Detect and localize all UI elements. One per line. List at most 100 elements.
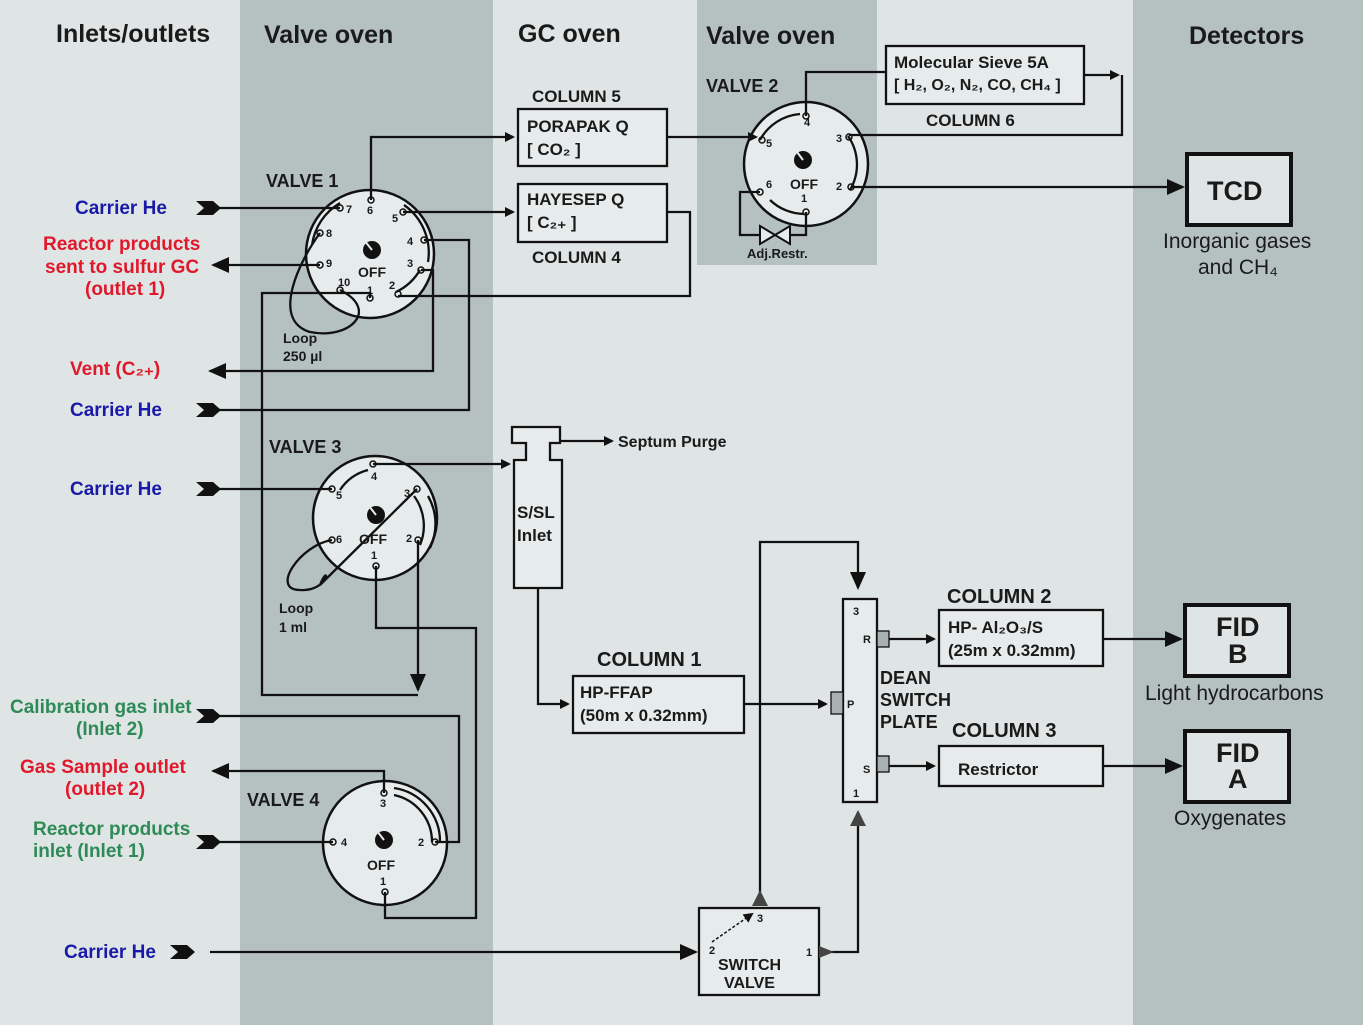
column-2-box bbox=[937, 608, 1105, 668]
inlet-chevrons bbox=[170, 201, 221, 959]
gas-sample-label-1: Gas Sample outlet bbox=[20, 757, 186, 778]
section-title-detectors: Detectors bbox=[1189, 22, 1304, 50]
reactor-sulfur-label-1: Reactor products bbox=[43, 234, 200, 255]
loop-1ml-label-2: 1 ml bbox=[279, 619, 307, 635]
svg-text:5: 5 bbox=[336, 490, 342, 502]
adj-restrictor-path bbox=[738, 190, 808, 237]
section-title-valve-oven-1: Valve oven bbox=[264, 21, 393, 49]
column-1-box bbox=[571, 674, 746, 735]
dean-port-p-fitting bbox=[830, 691, 844, 715]
carrier-he-label-1: Carrier He bbox=[75, 198, 167, 219]
column-1-line-2: (50m x 0.32mm) bbox=[580, 706, 708, 725]
column-5-title: COLUMN 5 bbox=[532, 87, 621, 106]
fid-a-label-1: FID bbox=[1216, 738, 1260, 768]
dean-port-r-fitting bbox=[876, 630, 890, 648]
dean-port-1: 1 bbox=[853, 788, 859, 800]
column-2-title: COLUMN 2 bbox=[947, 586, 1051, 608]
loop-1ml-path bbox=[286, 538, 333, 592]
svg-text:6: 6 bbox=[367, 205, 373, 217]
dean-label-3: PLATE bbox=[880, 712, 938, 732]
svg-text:2: 2 bbox=[709, 945, 715, 957]
column-4-title: COLUMN 4 bbox=[532, 248, 621, 267]
panel-inlets bbox=[0, 0, 240, 1025]
switch-valve-box bbox=[697, 906, 821, 997]
carrier-he-label-3: Carrier He bbox=[70, 479, 162, 500]
tcd-desc-2: and CH₄ bbox=[1198, 256, 1278, 279]
reactor-sulfur-label-2: sent to sulfur GC bbox=[45, 257, 199, 278]
reactor-sulfur-label-3: (outlet 1) bbox=[85, 279, 165, 300]
gas-sample-label-2: (outlet 2) bbox=[65, 779, 145, 800]
svg-text:5: 5 bbox=[766, 138, 772, 150]
svg-text:7: 7 bbox=[346, 204, 352, 216]
valve-1-off-label: OFF bbox=[358, 264, 386, 280]
svg-text:2: 2 bbox=[836, 181, 842, 193]
dean-port-s-fitting bbox=[876, 755, 890, 773]
valve-1: 7 6 5 4 3 2 1 10 9 8 bbox=[304, 188, 436, 320]
column-4-box bbox=[516, 182, 669, 244]
loop-250-label-1: Loop bbox=[283, 330, 317, 346]
section-title-valve-oven-2: Valve oven bbox=[706, 22, 835, 50]
column-2-line-1: HP- Al₂O₃/S bbox=[948, 618, 1043, 637]
valve-3-off-label: OFF bbox=[359, 531, 387, 547]
fid-b-desc: Light hydrocarbons bbox=[1145, 682, 1324, 705]
ssl-inlet-label-2: Inlet bbox=[517, 526, 552, 545]
valve-2-off-label: OFF bbox=[790, 176, 818, 192]
tcd-desc-1: Inorganic gases bbox=[1163, 230, 1311, 253]
loop-250-label-2: 250 µl bbox=[283, 348, 322, 364]
svg-text:8: 8 bbox=[326, 228, 332, 240]
adj-restrictor-symbol bbox=[759, 224, 791, 246]
valve-4-label: VALVE 4 bbox=[247, 790, 319, 810]
column-1-title: COLUMN 1 bbox=[597, 649, 701, 671]
column-6-line-1: Molecular Sieve 5A bbox=[894, 53, 1049, 72]
valve-4: 3 4 2 1 bbox=[321, 779, 449, 907]
dean-label-2: SWITCH bbox=[880, 690, 951, 710]
tcd-label: TCD bbox=[1207, 176, 1263, 206]
carrier-he-label-4: Carrier He bbox=[64, 942, 156, 963]
svg-text:3: 3 bbox=[407, 258, 413, 270]
tcd-detector-box bbox=[1185, 152, 1293, 227]
svg-text:2: 2 bbox=[418, 837, 424, 849]
column-4-line-2: [ C₂₊ ] bbox=[527, 213, 577, 232]
fid-a-label-2: A bbox=[1228, 764, 1248, 794]
svg-text:1: 1 bbox=[367, 285, 373, 297]
calibration-gas-label-1: Calibration gas inlet bbox=[10, 697, 192, 718]
svg-text:10: 10 bbox=[338, 277, 350, 289]
column-6-title: COLUMN 6 bbox=[926, 111, 1015, 130]
column-1-line-1: HP-FFAP bbox=[580, 683, 653, 702]
dean-port-s: S bbox=[863, 764, 870, 776]
svg-text:4: 4 bbox=[341, 837, 348, 849]
flow-lines bbox=[208, 70, 1185, 960]
valve-3-internal-path bbox=[319, 488, 418, 586]
svg-text:3: 3 bbox=[404, 488, 410, 500]
column-5-line-2: [ CO₂ ] bbox=[527, 140, 581, 159]
column-4-line-1: HAYESEP Q bbox=[527, 190, 624, 209]
column-6-line-2: [ H₂, O₂, N₂, CO, CH₄ ] bbox=[894, 77, 1061, 94]
section-title-gc-oven: GC oven bbox=[518, 20, 621, 48]
reactor-inlet-label-2: inlet (Inlet 1) bbox=[33, 841, 145, 862]
svg-text:3: 3 bbox=[380, 798, 386, 810]
svg-text:4: 4 bbox=[371, 471, 378, 483]
svg-text:2: 2 bbox=[389, 280, 395, 292]
svg-text:1: 1 bbox=[371, 550, 377, 562]
valve-1-label: VALVE 1 bbox=[266, 171, 338, 191]
column-5-line-1: PORAPAK Q bbox=[527, 117, 629, 136]
dean-label-1: DEAN bbox=[880, 668, 931, 688]
valve-2: 4 5 3 6 2 1 bbox=[742, 100, 870, 228]
carrier-he-label-2: Carrier He bbox=[70, 400, 162, 421]
ssl-inlet-label-1: S/SL bbox=[517, 503, 555, 522]
svg-text:2: 2 bbox=[406, 533, 412, 545]
svg-text:3: 3 bbox=[836, 133, 842, 145]
septum-purge-label: Septum Purge bbox=[618, 434, 727, 451]
svg-text:3: 3 bbox=[757, 913, 763, 925]
svg-text:4: 4 bbox=[804, 117, 811, 129]
svg-text:9: 9 bbox=[326, 258, 332, 270]
vent-label: Vent (C₂₊) bbox=[70, 359, 160, 380]
dean-port-p: P bbox=[847, 699, 854, 711]
column-2-line-2: (25m x 0.32mm) bbox=[948, 641, 1076, 660]
svg-text:6: 6 bbox=[766, 179, 772, 191]
column-3-title: COLUMN 3 bbox=[952, 720, 1056, 742]
valve-3-label: VALVE 3 bbox=[269, 437, 341, 457]
reactor-inlet-label-1: Reactor products bbox=[33, 819, 190, 840]
dean-port-3: 3 bbox=[853, 606, 859, 618]
svg-text:5: 5 bbox=[392, 213, 398, 225]
